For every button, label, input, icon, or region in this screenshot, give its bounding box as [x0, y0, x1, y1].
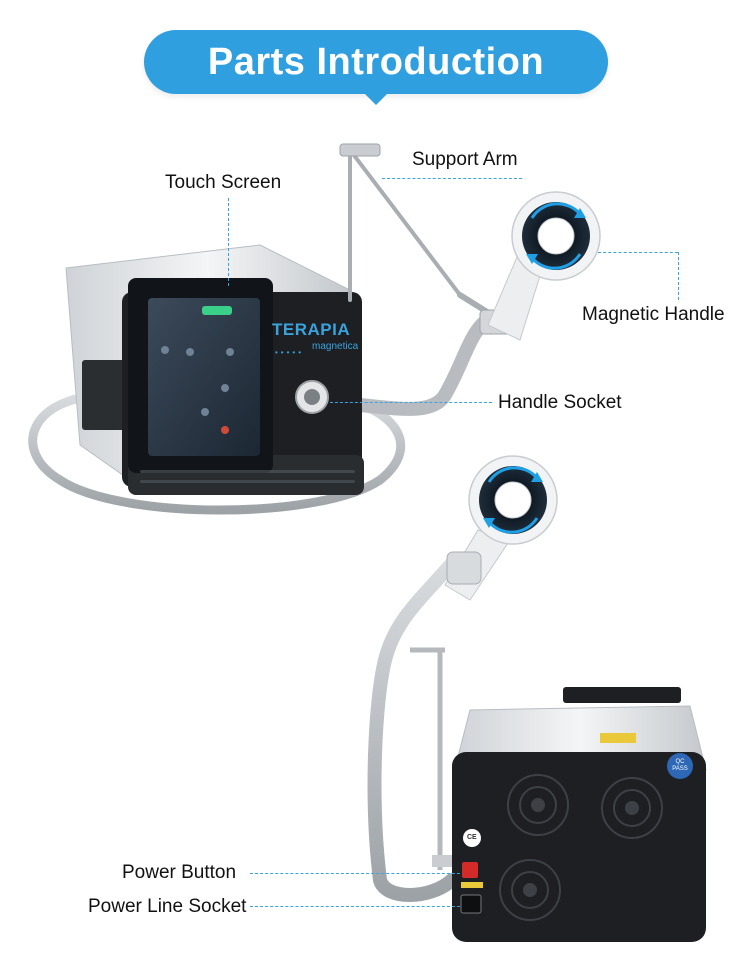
label-touch-screen: Touch Screen [165, 172, 282, 193]
speaker-grille [140, 470, 355, 483]
leader-handle-socket [330, 402, 492, 403]
rear-magnetic-handle [444, 455, 558, 601]
rear-carry-handle [563, 687, 681, 703]
rear-machine [367, 553, 707, 942]
screen-status-indicator [202, 306, 232, 315]
label-handle-socket: Handle Socket [498, 392, 622, 413]
screen-icon [201, 408, 209, 416]
front-machine [28, 244, 497, 515]
warning-label [600, 733, 636, 743]
page-title: Parts Introduction [207, 41, 545, 83]
qc-pass-badge [667, 753, 693, 779]
device-brand-subtext: magnetica [312, 341, 359, 352]
ce-mark-text: CE [467, 834, 477, 841]
screen-icon [221, 426, 229, 434]
ce-mark-badge [463, 829, 481, 847]
rear-panel [452, 752, 706, 942]
brand-dots: ••••• [275, 348, 305, 357]
leader-magnetic-handle-h [598, 252, 678, 253]
title-banner: Parts Introduction [144, 30, 608, 105]
leader-magnetic-handle-v [678, 252, 679, 300]
leader-support-arm [382, 178, 522, 179]
side-vent [82, 360, 130, 430]
leader-power-button [250, 873, 460, 874]
cooling-fans [499, 774, 663, 921]
screen-icon [161, 346, 169, 354]
label-support-arm: Support Arm [412, 149, 518, 170]
qc-badge-text: QC PASS [672, 759, 688, 772]
power-line-socket [460, 894, 482, 914]
support-arm [339, 143, 521, 335]
touch-screen-display [148, 298, 260, 456]
power-button [462, 862, 478, 878]
screen-icon [186, 348, 194, 356]
label-power-line-socket: Power Line Socket [88, 896, 247, 917]
voltage-label [461, 882, 483, 888]
screen-icon [226, 348, 234, 356]
label-power-button: Power Button [122, 862, 237, 883]
leader-touch-screen [228, 198, 229, 286]
leader-power-line-socket [250, 906, 460, 907]
device-brand-text: TERAPIA [272, 320, 351, 339]
screen-icon [221, 384, 229, 392]
handle-socket-core [304, 389, 320, 405]
rear-hose [367, 553, 462, 902]
label-magnetic-handle: Magnetic Handle [582, 304, 725, 325]
magnetic-handle [487, 191, 601, 341]
handle-hose [313, 311, 497, 416]
front-cable [28, 390, 406, 515]
